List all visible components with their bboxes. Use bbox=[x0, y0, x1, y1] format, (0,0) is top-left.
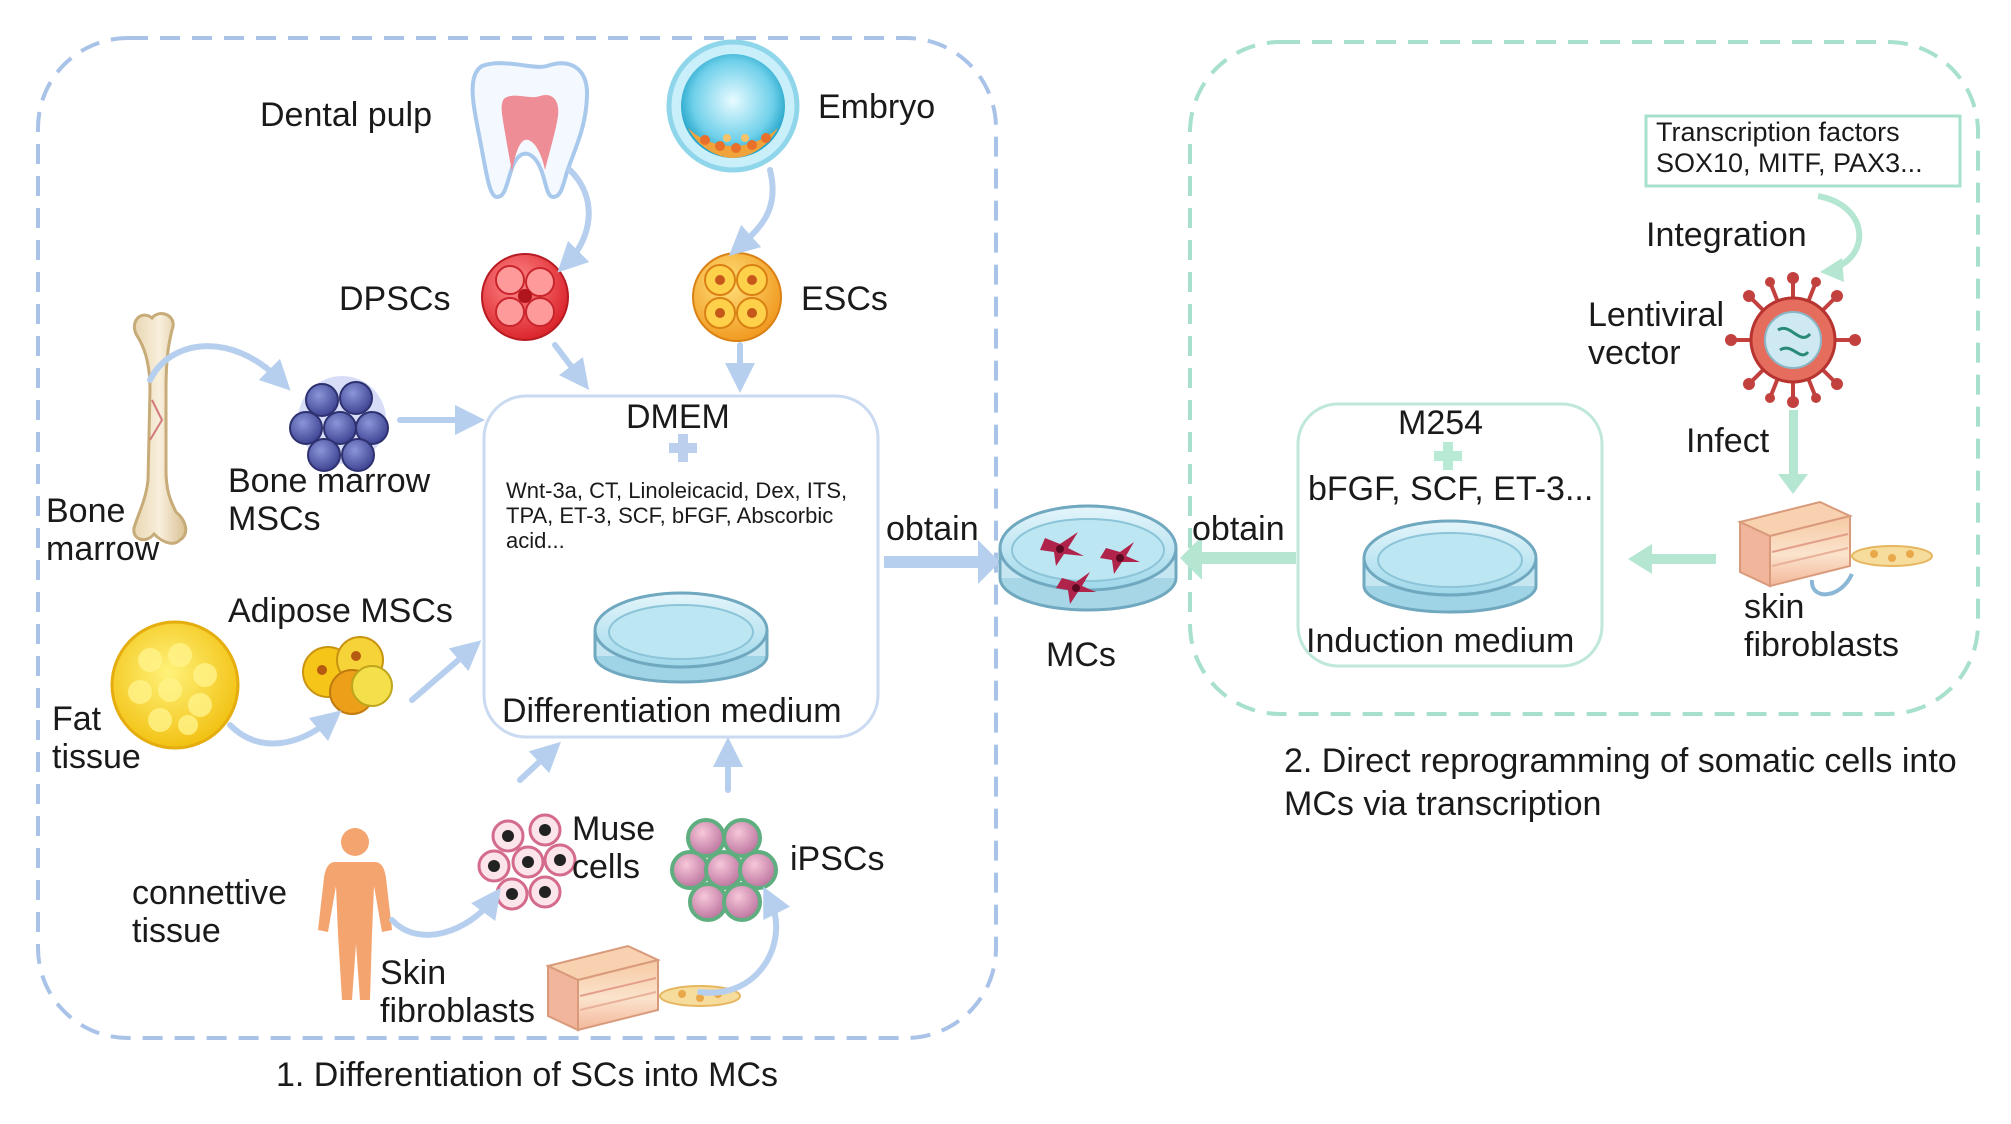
induction-factors-text: bFGF, SCF, ET-3... bbox=[1308, 470, 1594, 508]
tf-box-list: SOX10, MITF, PAX3... bbox=[1656, 148, 1923, 178]
m254-label: M254 bbox=[1398, 404, 1484, 442]
bone-marrow-mscs-cell-icon bbox=[289, 376, 389, 472]
panel-1-border bbox=[36, 36, 998, 1040]
human-body-icon bbox=[318, 828, 392, 1000]
lentivirus-icon bbox=[1725, 272, 1861, 408]
embryo-label: Embryo bbox=[818, 88, 936, 126]
obtain-label-left: obtain bbox=[886, 510, 979, 548]
fat-tissue-label: Fat tissue bbox=[52, 700, 141, 776]
plus-icon-green bbox=[1434, 442, 1462, 470]
panel-2-caption: 2. Direct reprogramming of somatic cells… bbox=[1284, 742, 1957, 823]
petri-dish-icon bbox=[593, 591, 769, 684]
infect-label: Infect bbox=[1686, 422, 1770, 460]
embryo-icon bbox=[666, 39, 800, 173]
lentiviral-vector-label: Lentiviral vector bbox=[1588, 296, 1725, 372]
panel-1-caption: 1. Differentiation of SCs into MCs bbox=[276, 1056, 779, 1094]
dental-pulp-label: Dental pulp bbox=[260, 96, 433, 134]
induction-dish-icon bbox=[1362, 519, 1538, 614]
mcs-label: MCs bbox=[1046, 636, 1116, 674]
escs-label: ESCs bbox=[801, 280, 888, 318]
fat-tissue-icon bbox=[110, 620, 240, 750]
plus-icon bbox=[669, 434, 697, 462]
melanocyte-icon bbox=[1040, 532, 1140, 604]
bone-marrow-label: Bone marrow bbox=[46, 492, 160, 568]
obtain-arrow-left bbox=[884, 540, 1000, 584]
skin-fibroblasts-label-2: skin fibroblasts bbox=[1744, 588, 1899, 664]
transcription-factors-box bbox=[1644, 114, 1962, 188]
muse-cells-icon bbox=[477, 813, 577, 911]
integration-label: Integration bbox=[1646, 216, 1807, 254]
ipscs-label: iPSCs bbox=[790, 840, 885, 878]
skin-fibroblasts-label: Skin fibroblasts bbox=[380, 954, 535, 1030]
muse-cells-label: Muse cells bbox=[572, 810, 656, 886]
panel-1-arrows bbox=[147, 167, 791, 996]
dpscs-label: DPSCs bbox=[339, 280, 451, 318]
mcs-petri-dish-icon bbox=[998, 504, 1178, 612]
skin-fibroblasts-tissue-icon bbox=[1737, 500, 1933, 597]
tf-box-title: Transcription factors bbox=[1656, 117, 1900, 147]
adipose-mscs-label: Adipose MSCs bbox=[228, 592, 453, 630]
obtain-label-right: obtain bbox=[1192, 510, 1285, 548]
bone-icon bbox=[132, 312, 188, 545]
dmem-label: DMEM bbox=[626, 398, 730, 436]
bone-marrow-mscs-label: Bone marrow MSCs bbox=[228, 462, 431, 538]
induction-medium-label: Induction medium bbox=[1306, 622, 1575, 660]
adipose-mscs-cell-icon bbox=[302, 636, 393, 715]
skin-tissue-icon bbox=[545, 944, 741, 1032]
differentiation-medium-box bbox=[482, 394, 880, 739]
panel-2-border bbox=[1188, 40, 1980, 716]
tooth-icon bbox=[470, 61, 590, 200]
connective-tissue-label: connettive tissue bbox=[132, 874, 287, 950]
differentiation-medium-label: Differentiation medium bbox=[502, 692, 842, 730]
ipscs-cell-icon bbox=[670, 818, 778, 922]
differentiation-factors-text: Wnt-3a, CT, Linoleicacid, Dex, ITS, TPA,… bbox=[506, 478, 848, 553]
dpscs-cell-icon bbox=[481, 253, 569, 341]
escs-cell-icon bbox=[692, 252, 782, 342]
panel-2-arrows bbox=[1180, 193, 1863, 580]
